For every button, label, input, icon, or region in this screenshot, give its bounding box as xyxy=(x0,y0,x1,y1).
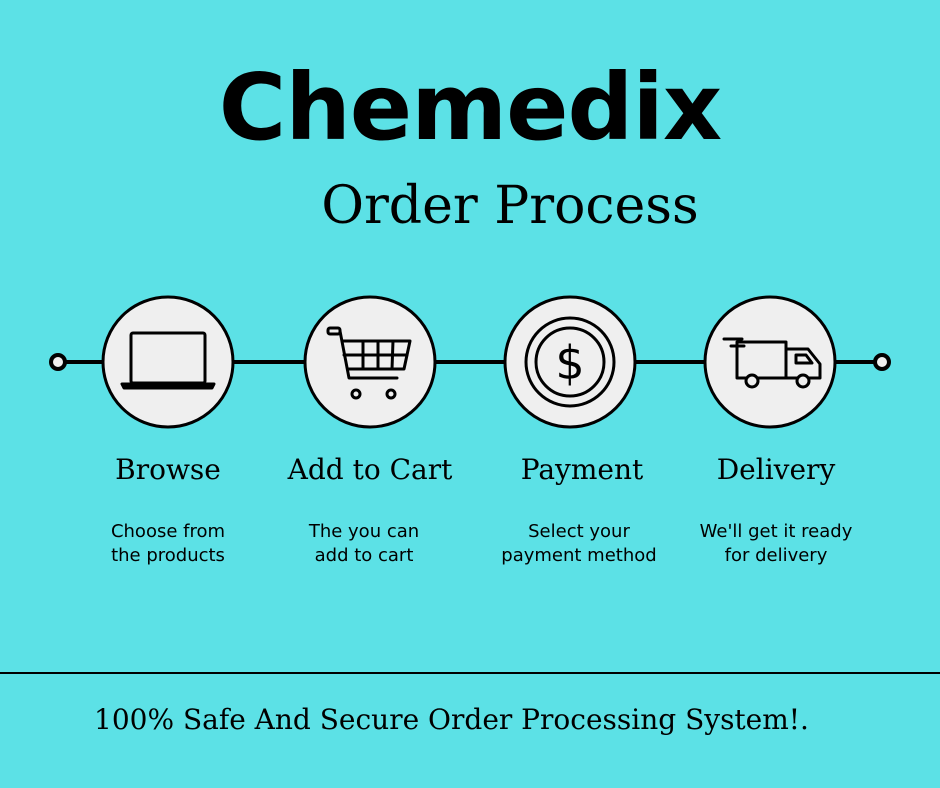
step-description-add-to-cart: The you can add to cart xyxy=(308,521,420,566)
step-description-delivery: We'll get it ready for delivery xyxy=(699,521,853,566)
step-circle-delivery xyxy=(703,295,837,429)
step-circle-browse xyxy=(101,295,235,429)
step-title-payment: Payment xyxy=(520,453,644,486)
step-description-browse: Choose from the products xyxy=(110,521,226,566)
process-timeline: $ xyxy=(49,295,891,429)
laptop-icon xyxy=(120,331,216,390)
step-description-payment: Select your payment method xyxy=(501,521,657,566)
shopping-cart-icon xyxy=(326,326,412,400)
timeline-end-node xyxy=(873,353,891,371)
page-subtitle: Order Process xyxy=(321,176,699,236)
svg-text:$: $ xyxy=(555,336,584,390)
step-title-delivery: Delivery xyxy=(716,453,836,486)
delivery-truck-icon xyxy=(722,337,822,389)
step-title-add-to-cart: Add to Cart xyxy=(287,453,453,486)
step-title-browse: Browse xyxy=(115,453,221,486)
footer-tagline: 100% Safe And Secure Order Processing Sy… xyxy=(94,703,809,736)
brand-title: Chemedix xyxy=(218,54,722,161)
timeline-start-node xyxy=(49,353,67,371)
footer-divider xyxy=(0,672,940,674)
dollar-coin-icon: $ xyxy=(524,316,616,408)
step-circle-payment: $ xyxy=(503,295,637,429)
step-circle-add-to-cart xyxy=(303,295,437,429)
